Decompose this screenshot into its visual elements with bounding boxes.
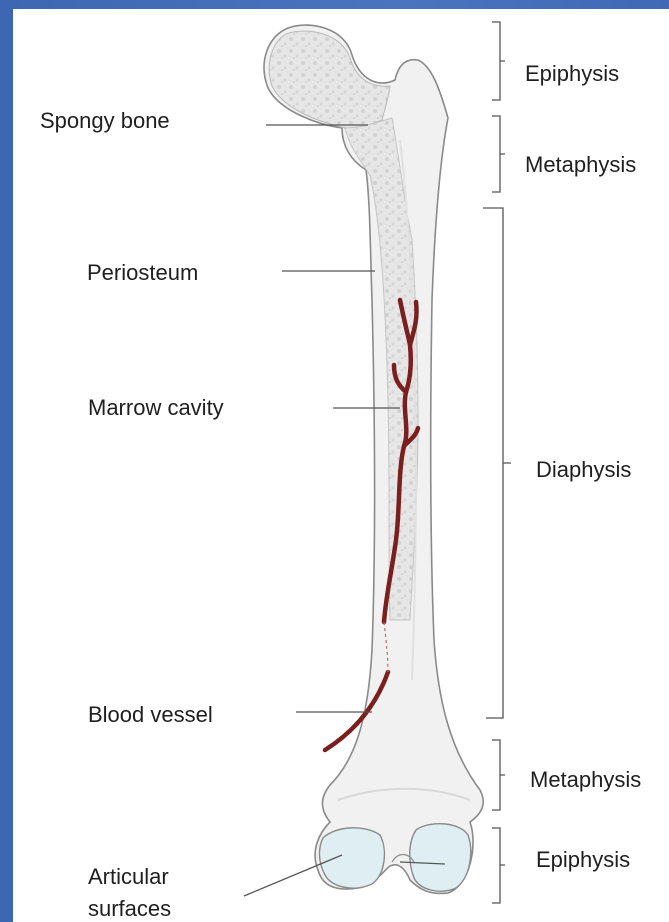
label-periosteum: Periosteum [87,262,198,284]
label-articular: Articular [88,866,169,888]
label-epiphysis-top: Epiphysis [525,63,619,85]
bracket-epiphysis-bottom [492,828,505,903]
label-blood-vessel: Blood vessel [88,704,213,726]
bracket-diaphysis [483,208,511,718]
articular-surface-right [410,824,471,892]
label-spongy-bone: Spongy bone [40,110,170,132]
label-metaphysis-bottom: Metaphysis [530,769,641,791]
bracket-metaphysis-top [492,116,505,192]
bracket-epiphysis-top [492,22,505,100]
bracket-metaphysis-bottom [492,740,505,810]
label-diaphysis: Diaphysis [536,459,631,481]
label-surfaces: surfaces [88,898,171,920]
label-marrow-cavity: Marrow cavity [88,397,224,419]
articular-surface-left [319,828,384,888]
spongy-bone-region [269,31,390,128]
label-epiphysis-bottom: Epiphysis [536,849,630,871]
label-metaphysis-top: Metaphysis [525,154,636,176]
